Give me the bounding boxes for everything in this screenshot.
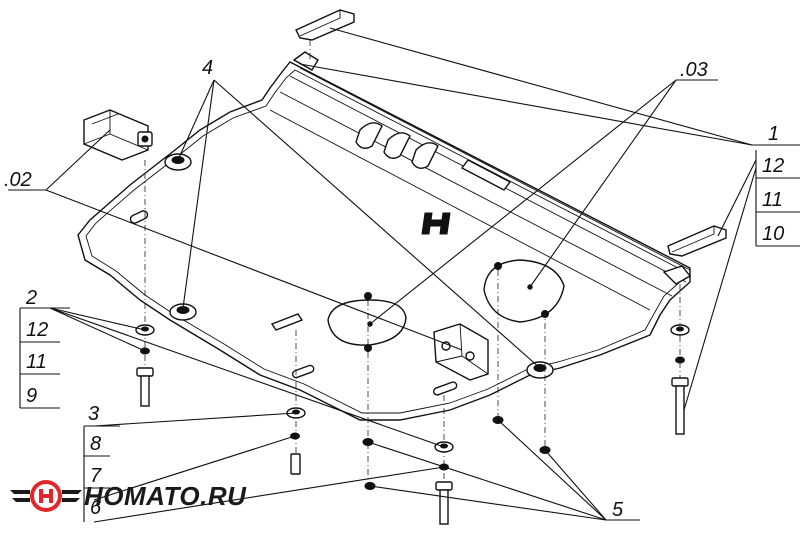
- stack-left: 12 11 9: [19, 307, 70, 409]
- stack-bottom-item: 7: [90, 465, 102, 487]
- bracket-center: [433, 323, 489, 381]
- stack-left-item: 11: [26, 351, 47, 373]
- fastener-right: [670, 324, 690, 435]
- clip-nuts: [362, 262, 551, 490]
- bracket-top: [295, 9, 355, 41]
- fastener-centre: [434, 441, 454, 525]
- stack-bottom-item: 6: [90, 497, 102, 519]
- logo-wing-icon: [10, 480, 82, 512]
- stack-left-item: 9: [26, 385, 37, 407]
- leader-lines: [8, 27, 800, 523]
- callout-4: 4: [202, 57, 213, 79]
- bracket-right: [667, 225, 727, 257]
- stack-left-item: 12: [26, 319, 48, 341]
- stack-bottom-item: 8: [90, 433, 101, 455]
- callout-02: .02: [4, 169, 32, 191]
- logo-text: HOMATO.RU: [84, 481, 247, 511]
- bracket-left: [83, 109, 153, 161]
- grommet-upper-left: [164, 153, 192, 171]
- access-cover-right: [483, 259, 565, 323]
- callout-3: 3: [88, 403, 99, 425]
- grommet-lower-right: [526, 361, 554, 379]
- skid-plate: [77, 51, 692, 421]
- stack-right-item: 12: [762, 155, 784, 177]
- fastener-bottom: [286, 407, 306, 475]
- callout-03: .03: [680, 59, 708, 81]
- stack-right: 12 11 10: [755, 150, 800, 247]
- fastener-left: [135, 324, 155, 407]
- callout-2: 2: [25, 287, 37, 309]
- homato-logo: HOMATO.RU: [8, 474, 246, 522]
- stack-bottom: 8 7 6: [83, 425, 120, 522]
- stack-right-item: 10: [762, 223, 784, 245]
- stack-right-item: 11: [762, 189, 783, 211]
- callout-5: 5: [612, 499, 624, 521]
- callout-1: 1: [768, 123, 779, 145]
- grommet-lower-left: [169, 303, 197, 321]
